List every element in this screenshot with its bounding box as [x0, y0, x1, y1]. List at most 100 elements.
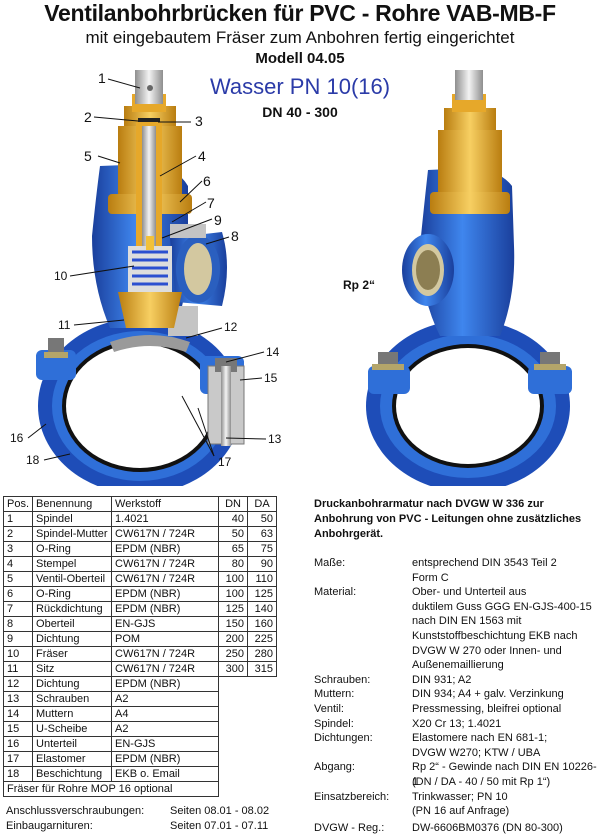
cell-da: 125 [247, 586, 278, 602]
spec-value-line: (DN / DA - 40 / 50 mit Rp 1“) [412, 776, 551, 788]
valve-illustration [27, 70, 572, 486]
cell-pos: 6 [2, 586, 34, 602]
cell-pos: 14 [2, 706, 34, 722]
callout-6: 6 [203, 173, 211, 189]
cell-benennung: Dichtung [32, 676, 113, 692]
col-header-da: DA [247, 496, 278, 512]
spec-value-line: DIN 934; A4 + galv. Verzinkung [412, 688, 564, 701]
cell-werkstoff: A2 [111, 691, 220, 707]
cell-werkstoff: EKB o. Email [111, 766, 220, 782]
cell-da: 90 [247, 556, 278, 572]
spec-label: Abgang: [314, 761, 355, 774]
col-header-benennung: Benennung [32, 496, 113, 512]
spec-value-line: DIN 931; A2 [412, 673, 472, 686]
cell-pos: 7 [2, 601, 34, 617]
cell-pos: 4 [2, 556, 34, 572]
cell-dn: 100 [218, 571, 249, 587]
cell-pos: 5 [2, 571, 34, 587]
model-label: Modell 04.05 [255, 50, 345, 67]
spec-value-line: Ober- und Unterteil aus [412, 586, 527, 599]
cell-benennung: Fräser [32, 646, 113, 662]
cell-benennung: O-Ring [32, 586, 113, 602]
cell-werkstoff: EPDM (NBR) [111, 586, 220, 602]
cell-pos: 1 [2, 511, 34, 527]
cell-werkstoff: EPDM (NBR) [111, 751, 220, 767]
brass-upper-left [108, 94, 192, 252]
callout-4: 4 [198, 148, 206, 164]
spec-value-line: Elastomere nach EN 681-1; [412, 732, 548, 745]
spec-label: Maße: [314, 557, 346, 569]
cell-pos: 16 [2, 736, 34, 752]
cell-dn: 150 [218, 616, 249, 632]
cell-werkstoff: EPDM (NBR) [111, 676, 220, 692]
callout-10: 10 [54, 269, 68, 283]
cell-werkstoff: EPDM (NBR) [111, 601, 220, 617]
cell-benennung: U-Scheibe [32, 721, 113, 737]
callout-13: 13 [268, 432, 282, 446]
cell-da: 140 [247, 601, 278, 617]
spec-heading: Druckanbohrarmatur nach DVGW W 336 zur A… [314, 498, 582, 540]
ref-value-0: Seiten 08.01 - 08.02 [170, 805, 270, 817]
rp-outlet-label: Rp 2“ [343, 278, 376, 292]
cell-pos: 3 [2, 541, 34, 557]
spec-value-line: nach DIN EN 1563 mit [412, 615, 522, 628]
cell-dn: 250 [218, 646, 249, 662]
cell-benennung: O-Ring [32, 541, 113, 557]
spindle-top-left [135, 70, 163, 122]
col-header-werkstoff: Werkstoff [111, 496, 220, 512]
cell-da: 63 [247, 526, 278, 542]
dvgw-label: DVGW - Reg.: [314, 822, 385, 834]
spec-value-line: Trinkwasser; PN 10 [412, 790, 508, 803]
cell-werkstoff: 1.4021 [111, 511, 220, 527]
cell-pos: 15 [2, 721, 34, 737]
ref-label-1: Einbaugarnituren: [6, 820, 93, 832]
cell-benennung: Ventil-Oberteil [32, 571, 113, 587]
ref-label-0: Anschlussverschraubungen: [6, 805, 145, 817]
cell-da: 315 [247, 661, 278, 677]
table-footer-row: Fräser für Rohre MOP 16 optional [2, 781, 277, 797]
spec-value-line: DVGW W270; KTW / UBA [412, 746, 541, 759]
cell-pos: 8 [2, 616, 34, 632]
callout-15: 15 [264, 371, 278, 385]
callout-leaders [27, 78, 267, 461]
callout-1: 1 [98, 70, 106, 86]
callout-8: 8 [231, 228, 239, 244]
spec-value-line: entsprechend DIN 3543 Teil 2 [412, 557, 557, 569]
callout-11: 11 [58, 318, 71, 332]
spec-value-line: Kunststoffbeschichtung EKB nach [412, 630, 578, 642]
callout-18: 18 [26, 453, 40, 467]
spec-label: Dichtungen: [314, 732, 373, 745]
cell-werkstoff: CW617N / 724R [111, 571, 220, 587]
cell-dn: 80 [218, 556, 249, 572]
spec-label: Muttern: [314, 688, 355, 701]
spec-value-line: Form C [412, 571, 449, 584]
cell-pos: 17 [2, 751, 34, 767]
spec-value-line: Außenemaillierung [412, 659, 504, 672]
spec-value-line: DVGW W 270 oder Innen- und [412, 644, 562, 657]
cell-dn: 50 [218, 526, 249, 542]
spec-value-line: Rp 2“ - Gewinde nach DIN EN 10226-1 [412, 761, 597, 789]
cell-werkstoff: EN-GJS [111, 736, 220, 752]
cell-benennung: Muttern [32, 706, 113, 722]
cell-da: 280 [247, 646, 278, 662]
cell-dn: 125 [218, 601, 249, 617]
cutter-left [118, 236, 182, 328]
callout-2: 2 [84, 109, 92, 125]
cell-benennung: Elastomer [32, 751, 113, 767]
cell-dn: 300 [218, 661, 249, 677]
callout-7: 7 [207, 195, 215, 211]
page-title: Ventilanbohrbrücken für PVC - Rohre VAB-… [44, 0, 556, 26]
cell-werkstoff: EN-GJS [111, 616, 220, 632]
spec-label: Schrauben: [314, 673, 371, 686]
cell-werkstoff: POM [111, 631, 220, 647]
